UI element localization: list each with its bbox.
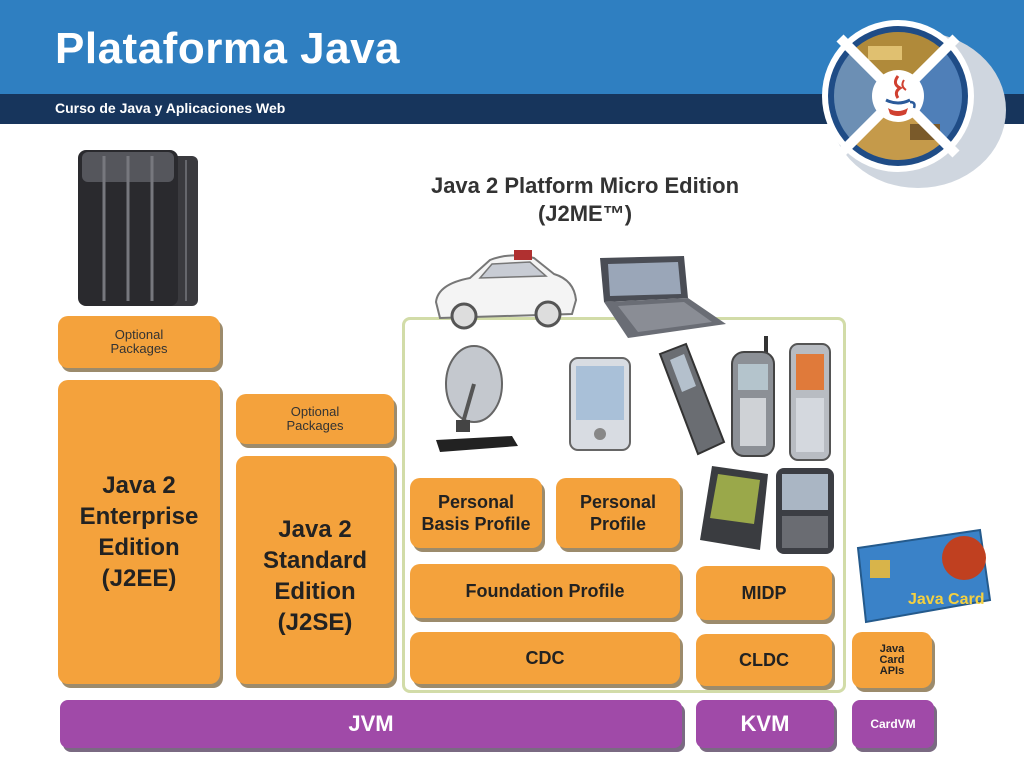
mobile-phone-icon bbox=[658, 342, 726, 456]
car-icon bbox=[434, 250, 578, 330]
java-card-apis-line-2: Card bbox=[879, 653, 905, 666]
jvm-bar: JVM bbox=[60, 700, 682, 748]
kvm-bar: KVM bbox=[696, 700, 834, 748]
smartphone-icon bbox=[789, 343, 831, 461]
page-title: Plataforma Java bbox=[55, 24, 401, 73]
kvm-label: KVM bbox=[740, 711, 790, 736]
java-logo-medallion-icon bbox=[822, 20, 1006, 188]
j2ee-line-1: Java 2 bbox=[102, 472, 176, 499]
j2se-optional-packages-label: Optional Packages bbox=[286, 404, 344, 433]
cardvm-label: CardVM bbox=[870, 717, 916, 731]
j2se-box: Java 2 Standard Edition (J2SE) bbox=[236, 456, 394, 684]
laptop-icon bbox=[600, 256, 726, 338]
cardvm-bar: CardVM bbox=[852, 700, 934, 748]
midp-box: MIDP bbox=[696, 566, 832, 620]
j2se-line-1: Java 2 bbox=[278, 516, 352, 543]
j2ee-line-2: Enterprise bbox=[79, 503, 199, 530]
midp-label: MIDP bbox=[741, 583, 787, 603]
java-card-apis-line-1: Java bbox=[879, 642, 905, 655]
j2se-optional-packages: Optional Packages bbox=[236, 394, 394, 444]
personal-profile-line-1: Personal bbox=[579, 492, 657, 512]
j2se-line-2: Standard bbox=[262, 547, 367, 574]
cdc-box: CDC bbox=[410, 632, 680, 684]
java-card-apis-box: Java Card APIs bbox=[852, 632, 932, 688]
cldc-label: CLDC bbox=[739, 650, 789, 670]
j2ee-line-4: (J2EE) bbox=[101, 565, 177, 592]
j2ee-line-3: Edition bbox=[98, 534, 180, 561]
pda-icon bbox=[569, 357, 631, 451]
server-icon bbox=[78, 150, 198, 306]
j2se-line-3: Edition bbox=[274, 578, 356, 605]
java-card-icon: Java Card bbox=[856, 528, 992, 624]
java-card-apis-line-3: APIs bbox=[879, 664, 905, 677]
j2me-title: Java 2 Platform Micro Edition (J2ME™) bbox=[380, 172, 790, 228]
personal-profile-box: Personal Profile bbox=[556, 478, 680, 548]
handheld-pda-icon bbox=[700, 466, 768, 550]
jvm-label: JVM bbox=[348, 711, 394, 736]
j2ee-box: Java 2 Enterprise Edition (J2EE) bbox=[58, 380, 220, 684]
page-subtitle: Curso de Java y Aplicaciones Web bbox=[55, 100, 286, 116]
satellite-dish-icon bbox=[436, 345, 518, 452]
j2me-title-line1: Java 2 Platform Micro Edition bbox=[430, 173, 740, 198]
personal-basis-profile-line-1: Personal bbox=[437, 492, 515, 512]
cdc-label: CDC bbox=[525, 648, 565, 668]
cell-phone-icon bbox=[731, 336, 775, 457]
personal-basis-profile-line-2: Basis Profile bbox=[421, 514, 531, 534]
j2ee-optional-packages-label: Optional Packages bbox=[110, 327, 168, 356]
foundation-profile-box: Foundation Profile bbox=[410, 564, 680, 618]
foundation-profile-label: Foundation Profile bbox=[465, 581, 625, 601]
blackberry-icon bbox=[776, 468, 834, 554]
cldc-box: CLDC bbox=[696, 634, 832, 686]
personal-basis-profile-box: Personal Basis Profile bbox=[410, 478, 542, 548]
java-card-label: Java Card bbox=[908, 591, 985, 608]
j2ee-optional-packages: Optional Packages bbox=[58, 316, 220, 368]
personal-profile-line-2: Profile bbox=[589, 514, 646, 534]
j2se-line-4: (J2SE) bbox=[277, 609, 353, 636]
j2me-title-line2: (J2ME™) bbox=[537, 201, 633, 226]
